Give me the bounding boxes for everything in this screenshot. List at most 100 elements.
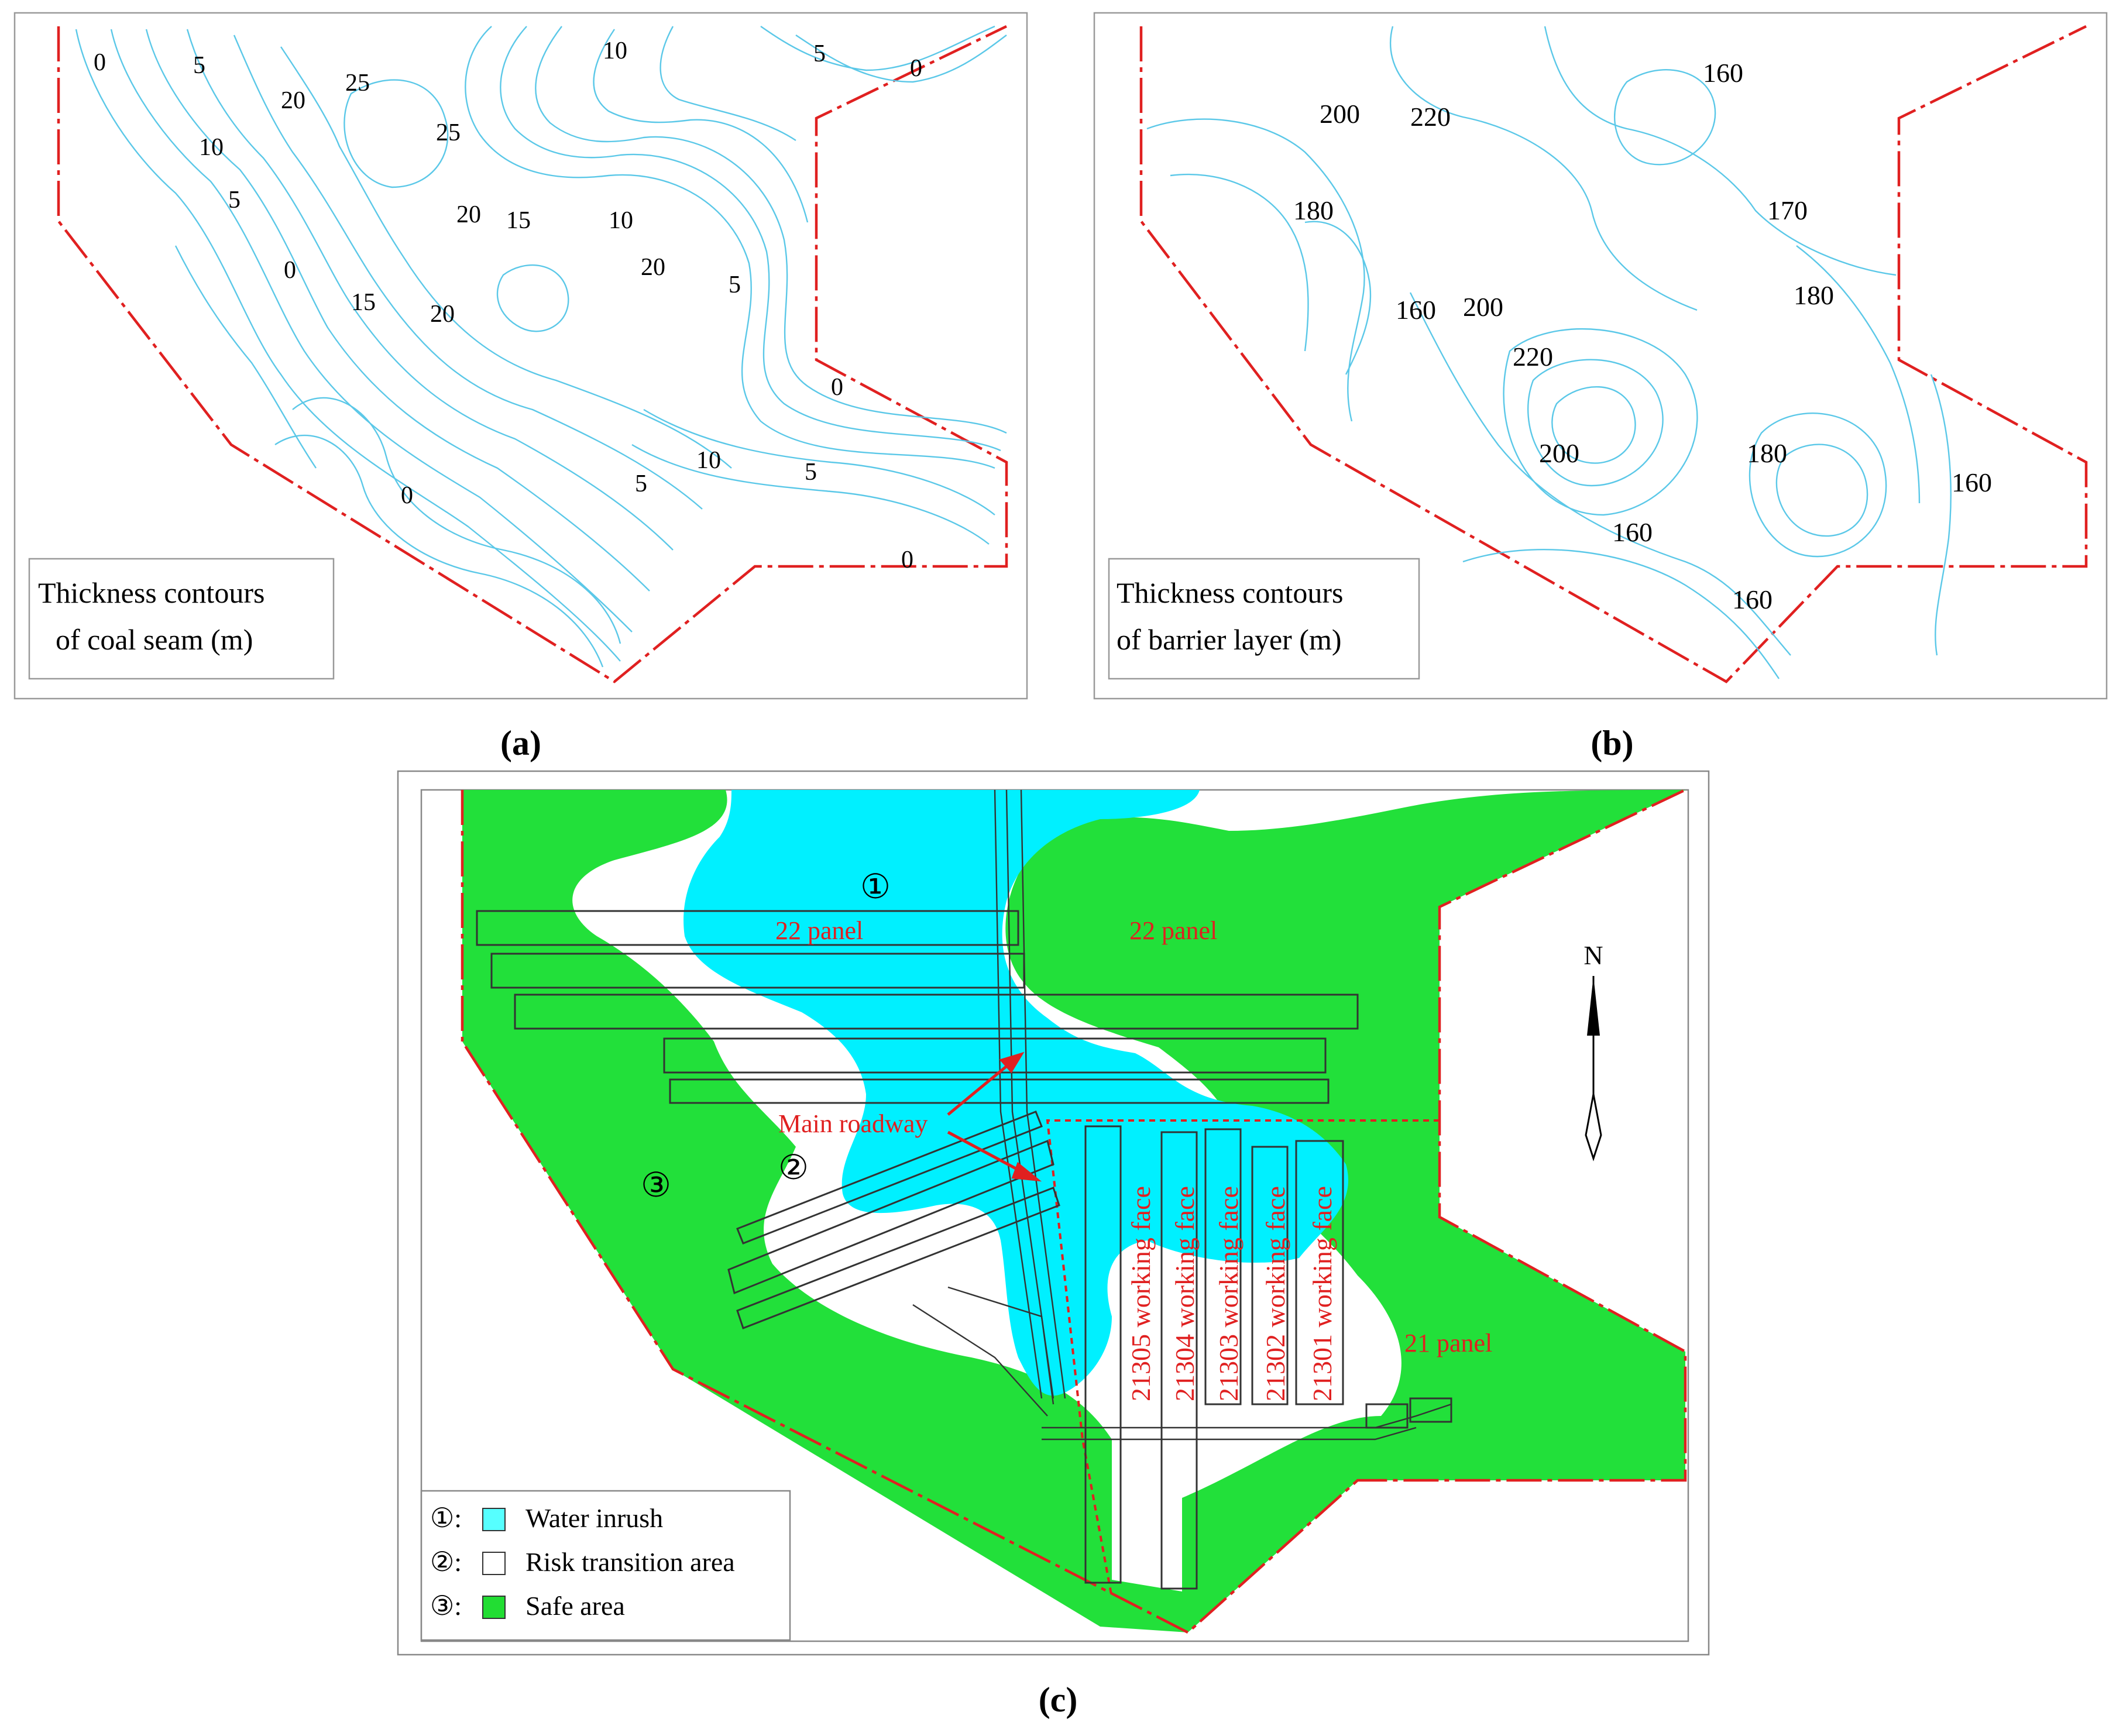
contour-label: 10: [199, 134, 224, 161]
panel-a: 0 5 20 25 10 5 0 10 5 25 20 15 10 20 5 0…: [13, 12, 1028, 700]
label-22-panel-left: 22 panel: [775, 916, 863, 945]
panel-b-legend-line2: of barrier layer (m): [1117, 623, 1342, 656]
contour-label: 15: [506, 207, 531, 234]
contour-label: 10: [609, 207, 633, 234]
contour-label: 15: [351, 289, 376, 316]
water-inrush-region: [683, 790, 1348, 1396]
contour-label: 0: [284, 257, 296, 284]
panel-b-boundary: [1139, 25, 2088, 683]
contour-label: 25: [436, 119, 461, 146]
panel-b-contour-labels: 200 220 160 180 170 160 200 180 220 200 …: [1293, 58, 1992, 614]
north-arrow-tail: [1585, 1094, 1602, 1161]
panel-divider-line: [1046, 1119, 1440, 1598]
working-face-rect: [1160, 1131, 1198, 1590]
main-roadway-arrows: [947, 1051, 1042, 1182]
contour-label: 0: [901, 546, 913, 573]
contour-label: 0: [401, 482, 413, 509]
contour-label: 20: [456, 201, 481, 228]
panel-a-caption: (a): [500, 724, 541, 762]
contour-label: 200: [1539, 438, 1579, 468]
legend-row-risk-transition: ②: Risk transition area: [430, 1547, 735, 1577]
legend-swatch-water: [482, 1508, 506, 1531]
contour-label: 160: [1612, 517, 1653, 547]
legend-swatch-safe: [482, 1596, 506, 1619]
contour-label: 5: [635, 470, 647, 497]
shaft-structure: [1409, 1397, 1452, 1423]
face-label-21303: 21303 working face: [1214, 1186, 1244, 1401]
roadway-rect: [669, 1078, 1330, 1104]
panel-c-caption: (c): [1039, 1680, 1078, 1719]
contour-label: 160: [1703, 58, 1743, 88]
region-marker-3: ③: [641, 1166, 671, 1204]
roadway-line: [947, 1286, 1054, 1405]
panel-a-contours: [75, 25, 1007, 668]
contour-label: 20: [641, 254, 665, 281]
contour-label: 20: [430, 301, 455, 328]
panel-a-legend-line1: Thickness contours: [38, 576, 264, 609]
contour-label: 180: [1293, 195, 1334, 225]
panel-21-working-faces: [1042, 1125, 1452, 1590]
working-face-rect: [1251, 1146, 1289, 1405]
panel-b-caption: (b): [1591, 724, 1633, 762]
arrowhead: [999, 1051, 1025, 1074]
legend-key: ③:: [430, 1591, 462, 1621]
contour-label: 10: [696, 447, 721, 474]
panel-a-boundary: [57, 25, 1008, 683]
contour-label: 160: [1952, 467, 1992, 497]
roadway-rect: [736, 1111, 1043, 1245]
panel-b-contours: [1146, 26, 1952, 679]
panel-22-roadways: [476, 789, 1359, 1417]
roadway-line: [912, 1304, 1048, 1417]
contour-label: 200: [1463, 292, 1503, 322]
roadway-rect: [663, 1037, 1327, 1074]
working-face-labels: 21305 working face 21304 working face 21…: [1126, 1186, 1337, 1401]
legend-label: Water inrush: [525, 1503, 663, 1533]
contour-label: 5: [228, 187, 241, 214]
legend-row-water-inrush: ①: Water inrush: [430, 1503, 663, 1533]
safe-area-region: [462, 790, 1685, 1632]
legend-label: Risk transition area: [525, 1547, 735, 1577]
north-label: N: [1583, 940, 1603, 970]
main-roadway-line: [994, 789, 1043, 1399]
panel-a-contour-labels: 0 5 20 25 10 5 0 10 5 25 20 15 10 20 5 0…: [94, 37, 922, 573]
legend-row-safe-area: ③: Safe area: [430, 1591, 625, 1621]
contour-label: 5: [729, 271, 741, 298]
contour-label: 200: [1320, 99, 1360, 129]
panel-a-legend-box: [28, 558, 335, 680]
label-21-panel: 21 panel: [1404, 1329, 1492, 1357]
panel-a-legend-line2: of coal seam (m): [56, 623, 253, 656]
roadway-rect: [514, 994, 1359, 1030]
working-face-rect: [1204, 1128, 1242, 1405]
panel-b-legend-line1: Thickness contours: [1117, 576, 1343, 609]
contour-label: 180: [1794, 280, 1834, 310]
arrow-line: [947, 1058, 1016, 1116]
label-main-roadway: Main roadway: [778, 1109, 928, 1138]
contour-label: 5: [813, 40, 826, 67]
legend-label: Safe area: [525, 1591, 625, 1621]
face-label-21305: 21305 working face: [1126, 1186, 1156, 1401]
legend-key: ①:: [430, 1503, 462, 1533]
bottom-roadway: [1042, 1403, 1452, 1429]
north-arrow-icon: N: [1583, 940, 1603, 1161]
face-label-21301: 21301 working face: [1307, 1186, 1337, 1401]
panel-b: 200 220 160 180 170 160 200 180 220 200 …: [1093, 12, 2108, 700]
region-marker-2: ②: [778, 1149, 809, 1187]
main-roadway-line: [1005, 789, 1054, 1399]
panel-c: 21305 working face 21304 working face 21…: [397, 770, 1710, 1656]
panel-b-legend-box: [1108, 558, 1420, 680]
legend-key: ②:: [430, 1547, 462, 1577]
contour-label: 170: [1767, 195, 1808, 225]
bottom-roadway: [1042, 1426, 1417, 1441]
contour-label: 25: [345, 70, 370, 97]
contour-label: 0: [831, 374, 843, 401]
roadway-rect: [727, 1139, 1054, 1295]
roadway-rect: [476, 910, 1019, 946]
contour-label: 20: [281, 87, 305, 114]
contour-label: 220: [1513, 342, 1553, 372]
contour-label: 160: [1396, 295, 1436, 325]
arrowhead: [1011, 1161, 1042, 1182]
contour-label: 10: [603, 37, 627, 64]
contour-label: 220: [1410, 102, 1451, 132]
panel-c-boundary: [461, 788, 1687, 1634]
shaft-structure: [1365, 1403, 1409, 1429]
